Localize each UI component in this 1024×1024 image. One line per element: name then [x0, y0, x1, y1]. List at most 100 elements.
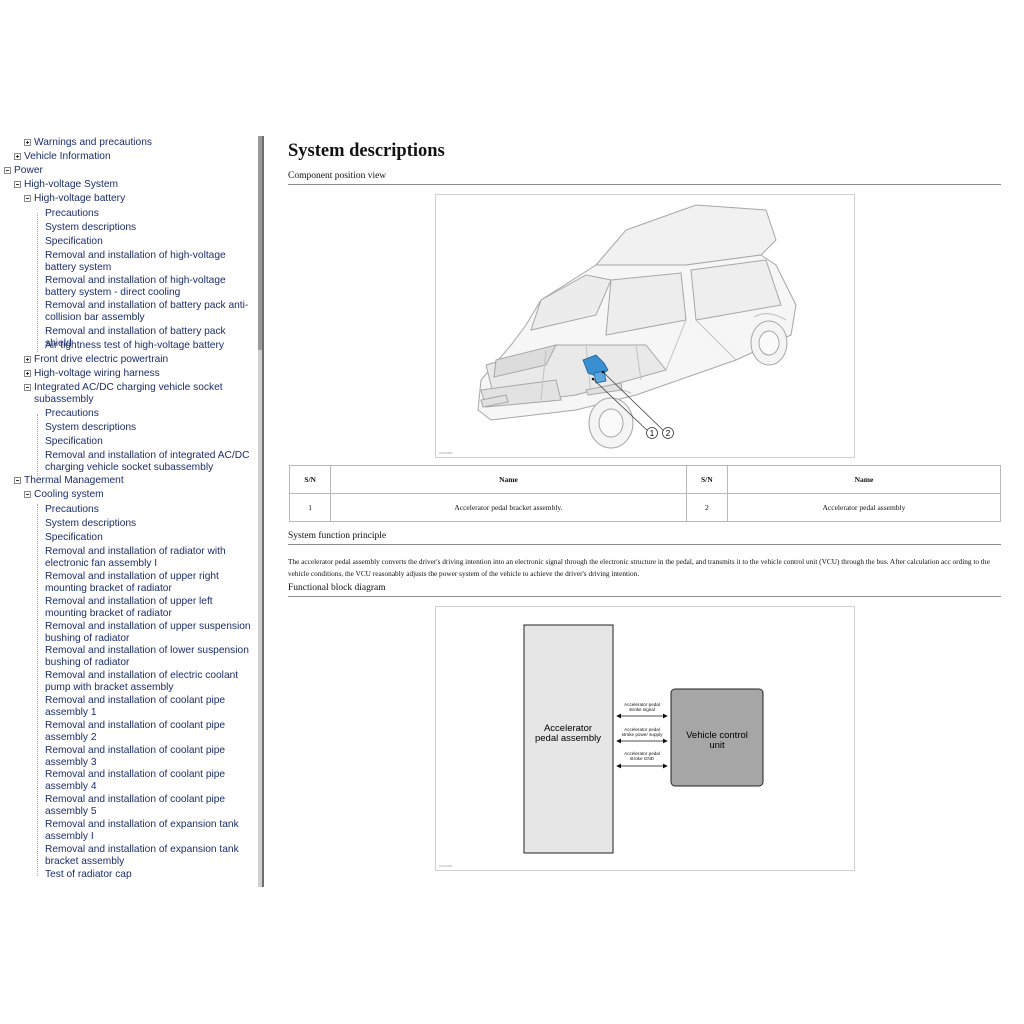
tree-item-label: Removal and installation of electric coo…	[45, 670, 239, 694]
collapse-toggle-icon[interactable]	[24, 195, 31, 202]
collapse-toggle-icon[interactable]	[14, 181, 21, 188]
tree-item-removal-battery-pack-shield[interactable]: Removal and installation of battery pack…	[45, 326, 255, 351]
tree-item-specification[interactable]: Specification	[45, 532, 255, 544]
tree-item-label: Removal and installation of coolant pipe…	[45, 745, 226, 769]
accelerator-pedal-block	[523, 624, 614, 854]
tree-item-label: Removal and installation of expansion ta…	[45, 819, 239, 843]
table-cell: 2	[685, 493, 728, 522]
collapse-toggle-icon[interactable]	[14, 477, 21, 484]
tree-item-label: Removal and installation of battery pack…	[45, 300, 249, 324]
tree-item-removal-electric-coolant-pump[interactable]: Removal and installation of electric coo…	[45, 670, 260, 695]
tree-item-label: High-voltage System	[24, 179, 118, 190]
tree-item-removal-coolant-pipe-5[interactable]: Removal and installation of coolant pipe…	[45, 794, 260, 819]
tree-item-label: Air tightness test of high-voltage batte…	[45, 340, 224, 351]
tree-item-removal-expansion-tank-bracket[interactable]: Removal and installation of expansion ta…	[45, 844, 255, 869]
tree-item-specification[interactable]: Specification	[45, 436, 255, 448]
component-position-figure: 1 2 ZXL00000	[435, 194, 855, 458]
tree-item-integrated-charging-socket[interactable]: Integrated AC/DC charging vehicle socket…	[24, 382, 255, 407]
expand-toggle-icon[interactable]	[24, 356, 31, 363]
pedal-bracket-highlight	[593, 370, 607, 384]
tree-item-high-voltage-wiring-harness[interactable]: High-voltage wiring harness	[24, 368, 255, 380]
tree-item-removal-coolant-pipe-2[interactable]: Removal and installation of coolant pipe…	[45, 720, 260, 745]
tree-item-label: Removal and installation of high-voltage…	[45, 275, 226, 299]
tree-item-precautions[interactable]: Precautions	[45, 504, 255, 516]
tree-item-label: Removal and installation of coolant pipe…	[45, 794, 226, 818]
tree-item-removal-lower-suspension-bushing[interactable]: Removal and installation of lower suspen…	[45, 645, 255, 670]
parts-table: S/N Name S/N Name 1 Accelerator pedal br…	[288, 465, 1002, 522]
vehicle-control-unit-block	[670, 688, 764, 787]
collapse-toggle-icon[interactable]	[24, 491, 31, 498]
tree-item-power[interactable]: Power	[4, 165, 254, 177]
expand-toggle-icon[interactable]	[14, 153, 21, 160]
tree-item-label: Warnings and precautions	[34, 137, 152, 148]
tree-item-thermal-management[interactable]: Thermal Management	[14, 475, 254, 487]
scrollbar-track[interactable]	[258, 136, 262, 887]
collapse-toggle-icon[interactable]	[4, 167, 11, 174]
tree-item-label: Integrated AC/DC charging vehicle socket…	[34, 382, 223, 406]
tree-item-system-descriptions[interactable]: System descriptions	[45, 518, 255, 530]
tree-item-precautions[interactable]: Precautions	[45, 208, 255, 220]
tree-item-vehicle-information[interactable]: Vehicle Information	[14, 151, 254, 163]
tree-item-label: Precautions	[45, 408, 99, 419]
pane-splitter[interactable]	[262, 136, 264, 887]
tree-item-specification[interactable]: Specification	[45, 236, 255, 248]
tree-item-removal-upper-left-bracket[interactable]: Removal and installation of upper left m…	[45, 596, 255, 621]
tree-item-label: Removal and installation of radiator wit…	[45, 546, 226, 570]
table-header-sn: S/N	[685, 465, 728, 494]
tree-item-label: Removal and installation of battery pack…	[45, 326, 226, 350]
functional-block-diagram: Accelerator pedal assembly Vehicle contr…	[435, 606, 855, 871]
tree-item-precautions[interactable]: Precautions	[45, 408, 255, 420]
tree-item-removal-coolant-pipe-1[interactable]: Removal and installation of coolant pipe…	[45, 695, 260, 720]
left-block-label-line2: pedal assembly	[535, 733, 601, 744]
tree-item-label: Removal and installation of expansion ta…	[45, 844, 239, 868]
expand-toggle-icon[interactable]	[24, 139, 31, 146]
tree-item-front-drive-electric-powertrain[interactable]: Front drive electric powertrain	[24, 354, 255, 366]
table-header-name: Name	[726, 465, 1002, 494]
tree-item-system-descriptions[interactable]: System descriptions	[45, 422, 255, 434]
tree-item-label: Removal and installation of upper left m…	[45, 596, 213, 620]
signal-1-label-line2: stroke signal	[629, 707, 655, 712]
tree-item-warnings-and-precautions[interactable]: Warnings and precautions	[24, 137, 255, 149]
callout-2	[662, 427, 674, 439]
callout-1	[646, 427, 658, 439]
tree-item-high-voltage-system[interactable]: High-voltage System	[14, 179, 254, 191]
tree-item-label: Removal and installation of upper suspen…	[45, 621, 251, 645]
table-header-sn: S/N	[288, 465, 332, 494]
tree-item-removal-coolant-pipe-3[interactable]: Removal and installation of coolant pipe…	[45, 745, 260, 770]
tree-item-removal-upper-right-bracket[interactable]: Removal and installation of upper right …	[45, 571, 255, 596]
tree-item-removal-coolant-pipe-4[interactable]: Removal and installation of coolant pipe…	[45, 769, 260, 794]
tree-item-label: Precautions	[45, 504, 99, 515]
right-block-label-line1: Vehicle control	[686, 730, 748, 741]
table-cell: 1	[288, 493, 332, 522]
tree-item-test-radiator-cap[interactable]: Test of radiator cap	[45, 869, 255, 881]
tree-item-removal-hv-battery-system[interactable]: Removal and installation of high-voltage…	[45, 250, 255, 275]
tree-item-high-voltage-battery[interactable]: High-voltage battery	[24, 193, 255, 205]
tree-item-removal-upper-suspension-bushing[interactable]: Removal and installation of upper suspen…	[45, 621, 255, 646]
block-diagram-svg: Accelerator pedal assembly Vehicle contr…	[439, 624, 764, 868]
scrollbar-thumb[interactable]	[258, 136, 262, 350]
tree-item-cooling-system[interactable]: Cooling system	[24, 489, 255, 501]
tree-item-label: Thermal Management	[24, 475, 124, 486]
tree-item-removal-expansion-tank[interactable]: Removal and installation of expansion ta…	[45, 819, 255, 844]
collapse-toggle-icon[interactable]	[24, 384, 31, 391]
signal-2-label-line1: Accelerator pedal	[624, 727, 660, 732]
tree-item-label: Removal and installation of coolant pipe…	[45, 695, 226, 719]
tree-item-removal-radiator-fan[interactable]: Removal and installation of radiator wit…	[45, 546, 255, 571]
section-heading-function-principle: System function principle	[288, 531, 1001, 545]
tree-item-label: Specification	[45, 436, 103, 447]
expand-toggle-icon[interactable]	[24, 370, 31, 377]
tree-item-label: Power	[14, 165, 43, 176]
signal-3-label-line1: Accelerator pedal	[624, 751, 660, 756]
tree-item-removal-charging-socket[interactable]: Removal and installation of integrated A…	[45, 450, 255, 475]
table-header-row: S/N Name S/N Name	[288, 465, 1002, 494]
tree-item-system-descriptions[interactable]: System descriptions	[45, 222, 255, 234]
tree-guide	[37, 504, 38, 876]
navigation-tree: Warnings and precautions Vehicle Informa…	[0, 136, 262, 887]
left-block-label-line1: Accelerator	[544, 723, 592, 734]
page-title: System descriptions	[288, 141, 445, 161]
vehicle-illustration: 1 2 ZXL00000	[439, 204, 797, 455]
callout-2-label: 2	[666, 429, 671, 438]
tree-item-removal-hv-battery-direct-cooling[interactable]: Removal and installation of high-voltage…	[45, 275, 255, 300]
tree-item-air-tightness-test[interactable]: Air tightness test of high-voltage batte…	[45, 340, 255, 352]
tree-item-removal-anti-collision-bar[interactable]: Removal and installation of battery pack…	[45, 300, 255, 325]
